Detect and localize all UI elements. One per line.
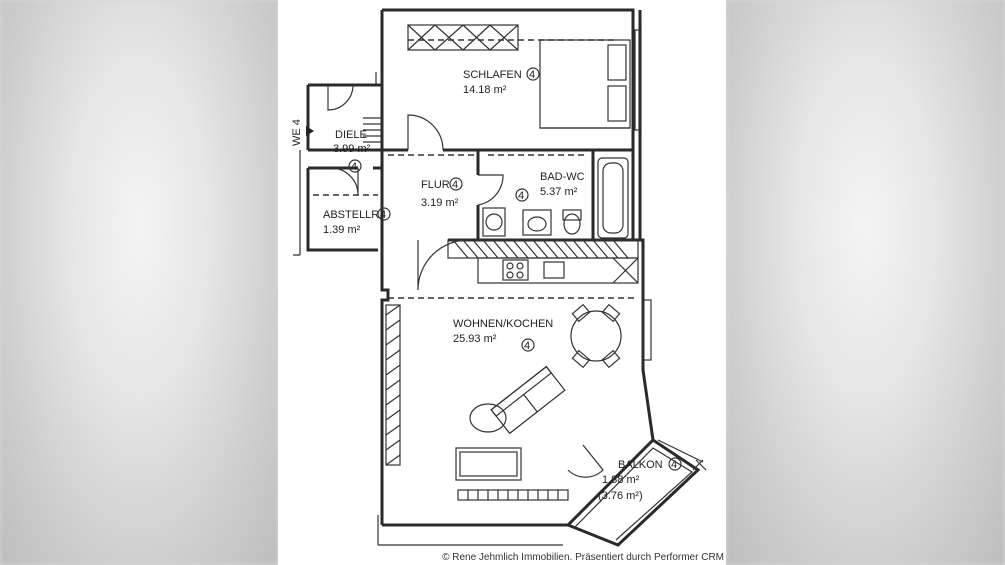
svg-text:14.18 m²: 14.18 m² xyxy=(463,84,507,96)
svg-text:WOHNEN/KOCHEN: WOHNEN/KOCHEN xyxy=(453,318,553,330)
washbasin xyxy=(522,209,552,236)
outer-wall-right xyxy=(631,150,655,441)
toilet xyxy=(562,209,582,235)
svg-text:4: 4 xyxy=(524,340,530,352)
bathtub xyxy=(597,157,629,239)
bedroom-radiator xyxy=(634,29,642,131)
floor-plan-drawing: SCHLAFEN 4 14.18 m² DIELE 3.99 m² 4 FLUR… xyxy=(291,8,707,547)
svg-text:4: 4 xyxy=(351,161,357,173)
double-bed xyxy=(539,39,631,129)
entrance-marker: WE 4 xyxy=(291,119,314,146)
svg-text:5.37 m²: 5.37 m² xyxy=(540,186,578,198)
stair-steps xyxy=(363,72,383,143)
door-schlafen xyxy=(407,114,444,151)
left-exterior-line xyxy=(293,150,563,546)
outer-wall-left-middle xyxy=(306,168,378,252)
svg-text:SCHLAFEN: SCHLAFEN xyxy=(463,69,522,81)
svg-text:ABSTELLR.: ABSTELLR. xyxy=(323,209,382,221)
wardrobe xyxy=(407,24,519,51)
svg-text:FLUR: FLUR xyxy=(421,179,450,191)
bottom-window xyxy=(457,489,569,501)
svg-text:4: 4 xyxy=(529,69,535,81)
door-abstell xyxy=(330,167,359,196)
armchair xyxy=(455,447,522,481)
svg-text:3.99 m²: 3.99 m² xyxy=(333,143,371,155)
svg-text:25.93 m²: 25.93 m² xyxy=(453,333,497,345)
blurred-backdrop-right xyxy=(726,0,1005,565)
svg-text:WE 4: WE 4 xyxy=(291,119,303,146)
room-label-wohnen: WOHNEN/KOCHEN 25.93 m² 4 xyxy=(453,318,553,352)
door-wohnen xyxy=(417,239,469,291)
svg-text:1.88 m²: 1.88 m² xyxy=(602,474,640,486)
coffee-table xyxy=(469,403,507,433)
svg-text:(3.76 m²): (3.76 m²) xyxy=(598,490,643,502)
svg-text:4: 4 xyxy=(671,459,677,471)
room-label-bad: BAD-WC 4 5.37 m² xyxy=(515,171,585,202)
svg-text:3.19 m²: 3.19 m² xyxy=(421,197,459,209)
room-label-abstell: ABSTELLR. 4 1.39 m² xyxy=(323,207,391,236)
svg-text:4: 4 xyxy=(452,179,458,191)
door-bad xyxy=(477,174,504,206)
room-label-balkon: BALKON 4 1.88 m² (3.76 m²) xyxy=(598,457,682,502)
svg-text:BAD-WC: BAD-WC xyxy=(540,171,585,183)
svg-text:1.39 m²: 1.39 m² xyxy=(323,224,361,236)
svg-text:BALKON: BALKON xyxy=(618,459,663,471)
svg-text:DIELE: DIELE xyxy=(335,129,367,141)
blurred-backdrop-left xyxy=(0,0,278,565)
room-label-flur: FLUR 4 3.19 m² xyxy=(421,177,463,209)
dining-table xyxy=(570,303,622,369)
svg-text:4: 4 xyxy=(380,209,386,221)
kitchen-counter xyxy=(447,239,639,284)
door-balkon xyxy=(567,444,604,478)
sofa xyxy=(490,365,566,435)
room-label-schlafen: SCHLAFEN 4 14.18 m² xyxy=(463,67,540,96)
washing-machine xyxy=(482,207,506,237)
outer-wall-left-lower xyxy=(380,250,568,527)
right-window xyxy=(642,299,652,361)
door-entrance xyxy=(327,84,354,111)
copyright-notice: © Rene Jehmlich Immobilien. Präsentiert … xyxy=(442,552,724,563)
balcony xyxy=(565,438,704,547)
svg-text:4: 4 xyxy=(518,190,524,202)
floor-plan-image: SCHLAFEN 4 14.18 m² DIELE 3.99 m² 4 FLUR… xyxy=(278,0,726,565)
balcony-railing-mark xyxy=(692,459,707,471)
living-window-wall xyxy=(385,304,401,466)
outer-wall-left-upper xyxy=(306,83,382,152)
room-label-diele: DIELE 3.99 m² 4 xyxy=(333,129,371,173)
